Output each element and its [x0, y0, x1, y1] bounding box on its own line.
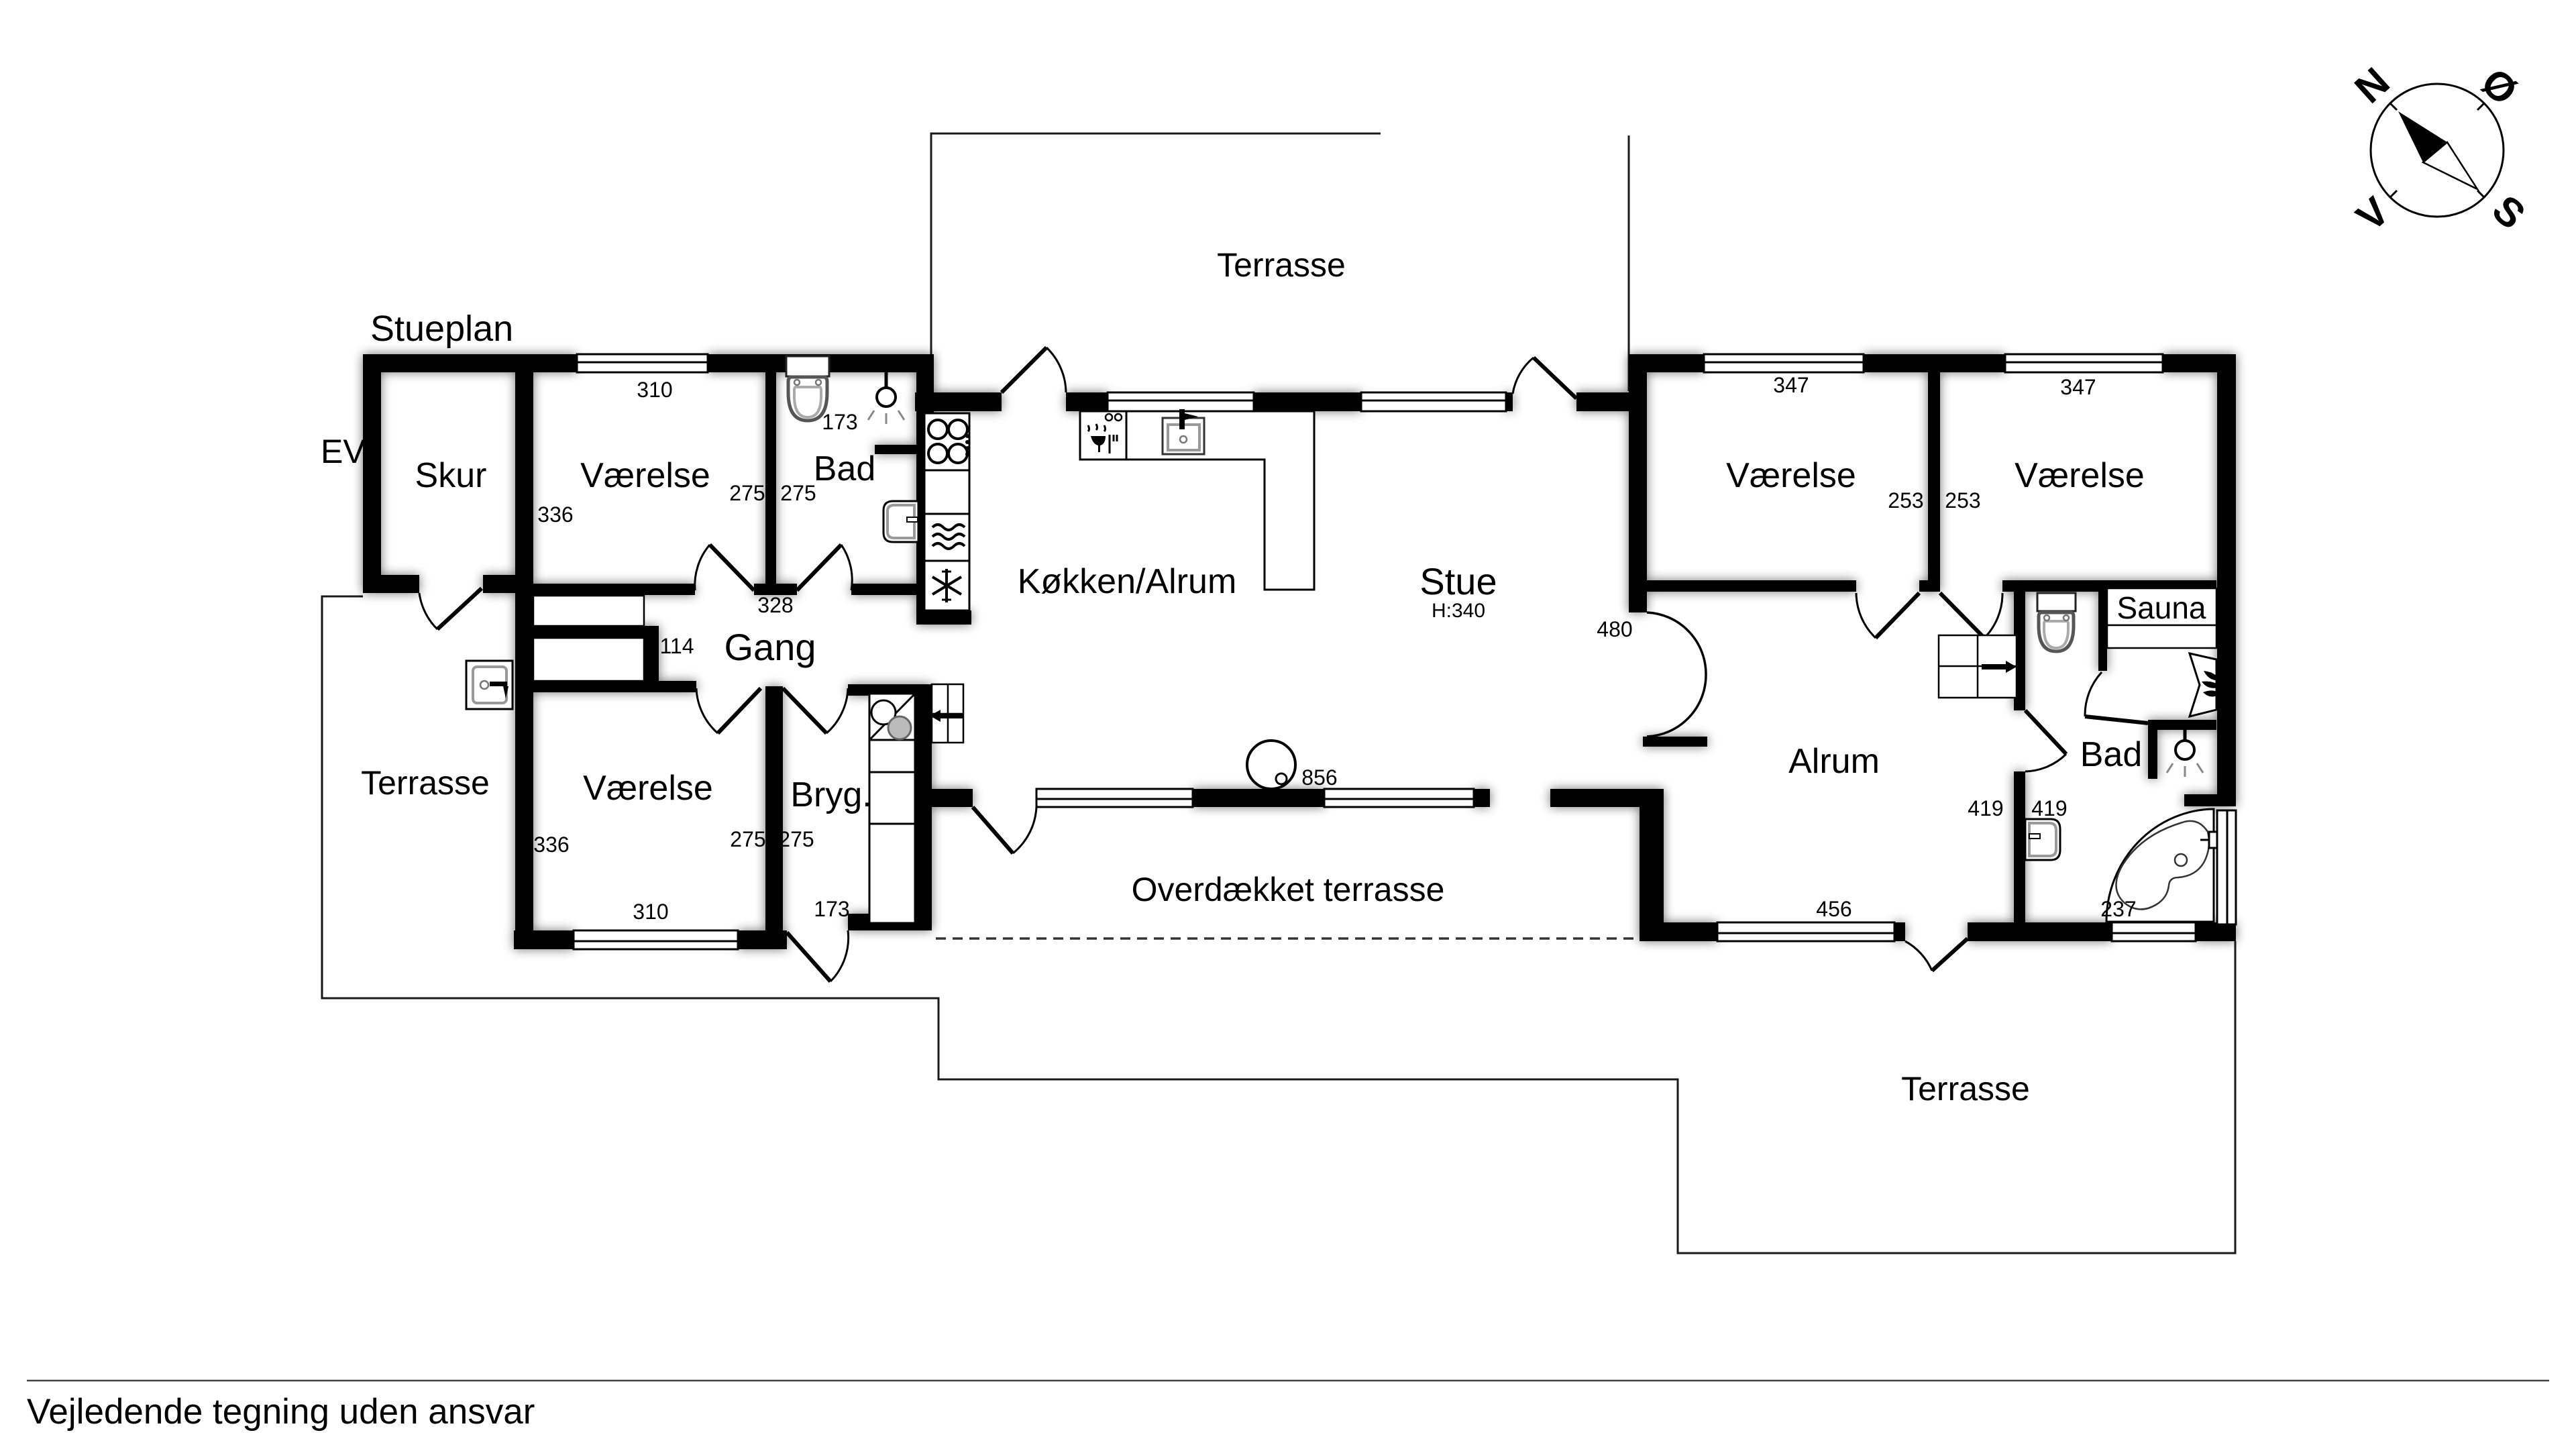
- svg-text:275: 275: [780, 481, 816, 505]
- svg-text:480: 480: [1597, 617, 1632, 641]
- svg-text:237: 237: [2100, 897, 2136, 921]
- svg-text:Stueplan: Stueplan: [370, 309, 513, 349]
- svg-text:173: 173: [814, 897, 849, 921]
- svg-text:EV: EV: [321, 433, 366, 470]
- svg-text:Terrasse: Terrasse: [1901, 1070, 2030, 1108]
- svg-text:347: 347: [2060, 375, 2096, 399]
- svg-text:H:340: H:340: [1432, 600, 1485, 622]
- svg-text:336: 336: [533, 833, 569, 857]
- svg-text:Sauna: Sauna: [2116, 590, 2206, 625]
- svg-text:456: 456: [1816, 897, 1851, 921]
- svg-text:275: 275: [729, 481, 765, 505]
- svg-text:419: 419: [1968, 796, 2003, 820]
- svg-text:275: 275: [730, 827, 765, 851]
- svg-text:Terrasse: Terrasse: [361, 764, 490, 802]
- svg-text:Værelse: Værelse: [583, 769, 713, 808]
- svg-text:253: 253: [1888, 488, 1923, 513]
- svg-text:347: 347: [1773, 373, 1809, 397]
- svg-text:336: 336: [537, 502, 573, 527]
- svg-text:Værelse: Værelse: [580, 456, 710, 495]
- svg-text:Bad: Bad: [2080, 735, 2143, 774]
- svg-text:310: 310: [637, 378, 672, 402]
- svg-text:Bad: Bad: [814, 449, 876, 488]
- svg-text:Køkken/Alrum: Køkken/Alrum: [1018, 562, 1237, 601]
- svg-text:173: 173: [822, 410, 857, 434]
- svg-text:275: 275: [778, 827, 814, 851]
- svg-text:Værelse: Værelse: [2015, 456, 2145, 495]
- svg-text:Terrasse: Terrasse: [1217, 246, 1346, 284]
- svg-text:Vejledende tegning uden ansvar: Vejledende tegning uden ansvar: [27, 1392, 535, 1432]
- svg-text:328: 328: [757, 593, 793, 617]
- svg-text:856: 856: [1301, 765, 1337, 790]
- svg-text:419: 419: [2031, 796, 2067, 820]
- svg-text:Alrum: Alrum: [1788, 742, 1880, 781]
- svg-text:Gang: Gang: [724, 626, 816, 668]
- svg-text:114: 114: [659, 634, 694, 658]
- svg-text:253: 253: [1945, 488, 1980, 513]
- svg-text:Bryg.: Bryg.: [790, 775, 871, 814]
- svg-text:310: 310: [633, 900, 668, 924]
- svg-text:Skur: Skur: [415, 456, 487, 495]
- svg-text:Værelse: Værelse: [1726, 456, 1856, 495]
- svg-text:Stue: Stue: [1419, 560, 1497, 602]
- svg-text:Overdækket terrasse: Overdækket terrasse: [1132, 871, 1445, 908]
